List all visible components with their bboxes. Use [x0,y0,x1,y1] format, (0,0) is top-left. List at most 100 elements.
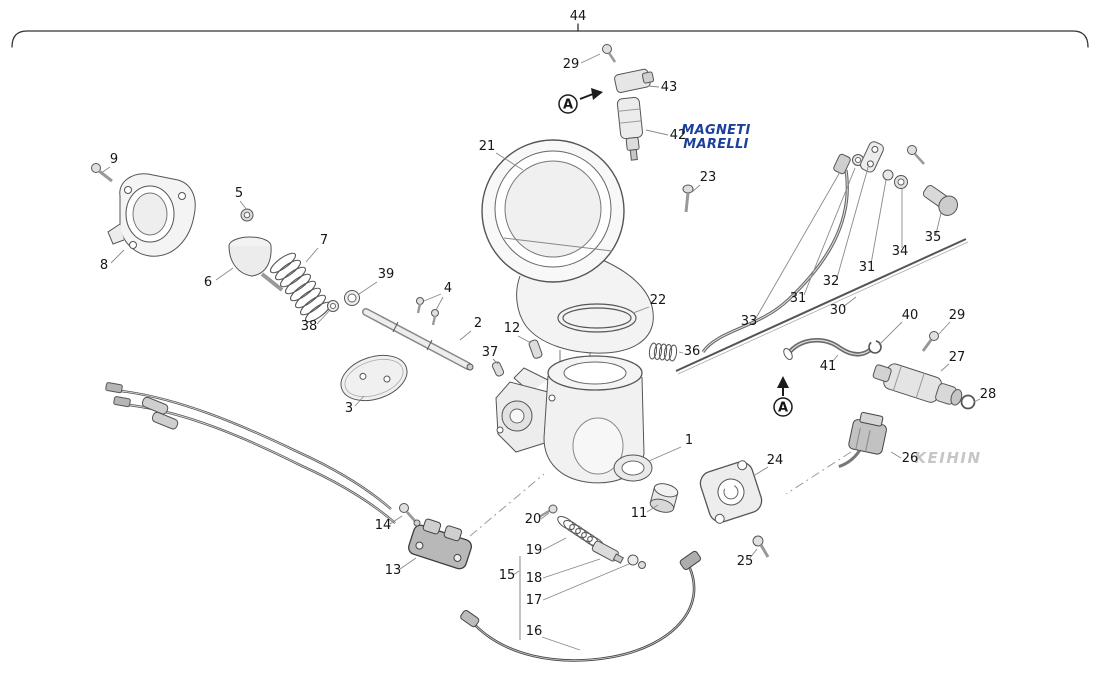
magneti-marelli-logo: MAGNETI MARELLI [681,123,750,152]
part-callout-32: 32 [823,274,840,289]
cable-adjuster [141,396,169,415]
nut-part17 [627,554,646,569]
throttle-cable-part16 [460,550,702,662]
part-callout-29: 29 [949,308,966,323]
leader-line [541,636,581,651]
leader-line [215,267,234,281]
detail-marker-A: A [558,88,603,114]
leader-line [937,321,951,336]
injector-connector-part43 [614,68,655,93]
part-callout-42: 42 [670,128,687,143]
leader-line [870,179,887,265]
throttle-body-part1 [495,355,653,484]
screws-part4 [416,297,439,326]
magneti-marelli-logo-line1: MAGNETI [681,123,750,138]
rod-part30 [675,238,969,375]
leader-line [423,293,442,302]
leader-line [647,85,660,88]
leader-line [973,398,981,403]
leader-line [435,296,444,311]
part-callout-17: 17 [526,593,543,608]
screw-part29-top [602,44,617,63]
part-callout-21: 21 [479,139,496,154]
part-callout-36: 36 [684,344,701,359]
screw-part20 [538,504,558,519]
leader-line [749,548,758,559]
part-callout-15: 15 [499,568,516,583]
part-callout-26: 26 [902,451,919,466]
assembly-dash-line [785,451,852,495]
leader-line [842,296,857,308]
leader-line [890,451,902,459]
part-callout-43: 43 [661,80,678,95]
svg-text:A: A [778,401,788,416]
part-callout-27: 27 [949,350,966,365]
leader-line [580,53,601,64]
part-callout-18: 18 [526,571,543,586]
screw-part25 [752,535,770,558]
diaphragm-part6 [228,236,284,292]
leader-line [492,358,499,365]
screw-part14 [399,503,421,527]
cable-end-fitting [105,382,123,394]
intake-bell-part21 [481,139,654,364]
detail-markers: AA [558,88,793,417]
leader-line [645,129,669,136]
leader-line [542,563,630,601]
part-callout-6: 6 [204,275,212,290]
cap-part11 [649,483,679,513]
pin-part37 [491,361,505,377]
part-callout-13: 13 [385,563,402,578]
part-callout-14: 14 [375,518,392,533]
magneti-marelli-logo-line2: MARELLI [683,137,748,152]
part-callout-25: 25 [737,554,754,569]
leader-line [110,249,125,264]
adjuster-part18 [591,540,624,564]
part-callout-34: 34 [892,244,909,259]
part-callout-31: 31 [859,260,876,275]
part-callout-39: 39 [378,267,395,282]
part-callout-5: 5 [235,186,243,201]
leader-line [755,171,841,319]
part-callout-40: 40 [902,308,919,323]
cable-bracket-part13 [408,518,472,570]
washer-part38 [327,300,339,312]
part-callout-33: 33 [741,314,758,329]
keihin-logo: KEIHIN [914,449,981,467]
group-label-44: 44 [570,9,587,24]
leader-line [399,557,417,570]
leader-line [678,351,684,354]
leader-line [358,281,378,295]
throttle-plate-part3 [340,354,408,402]
fuel-hose-part33 [701,169,849,353]
part-callout-20: 20 [525,512,542,527]
spring-part7 [269,252,332,323]
part-callout-19: 19 [526,543,543,558]
pressure-regulator-part27 [872,363,963,406]
hose-fittings-parts31-35 [833,141,959,216]
pin-part12 [528,339,543,359]
leader-line [648,446,682,462]
part-callout-8: 8 [100,258,108,273]
leader-line [239,200,248,211]
part-callout-22: 22 [650,293,667,308]
leader-line [540,512,550,520]
throttle-position-sensor-part24 [699,460,763,524]
part-callout-11: 11 [631,506,648,521]
screw-part23 [682,184,694,213]
leader-line [100,166,111,174]
leader-line [831,354,839,363]
cover-plate-part8 [107,173,196,257]
leader-line [542,537,567,551]
part-callout-1: 1 [685,433,693,448]
leader-line [632,306,650,314]
hose-part41 [783,338,872,360]
leader-line [878,321,903,346]
part-callout-12: 12 [504,321,521,336]
o-ring-part22 [557,303,637,333]
screw-part29-right [921,331,939,352]
throttle-cables [105,382,396,524]
